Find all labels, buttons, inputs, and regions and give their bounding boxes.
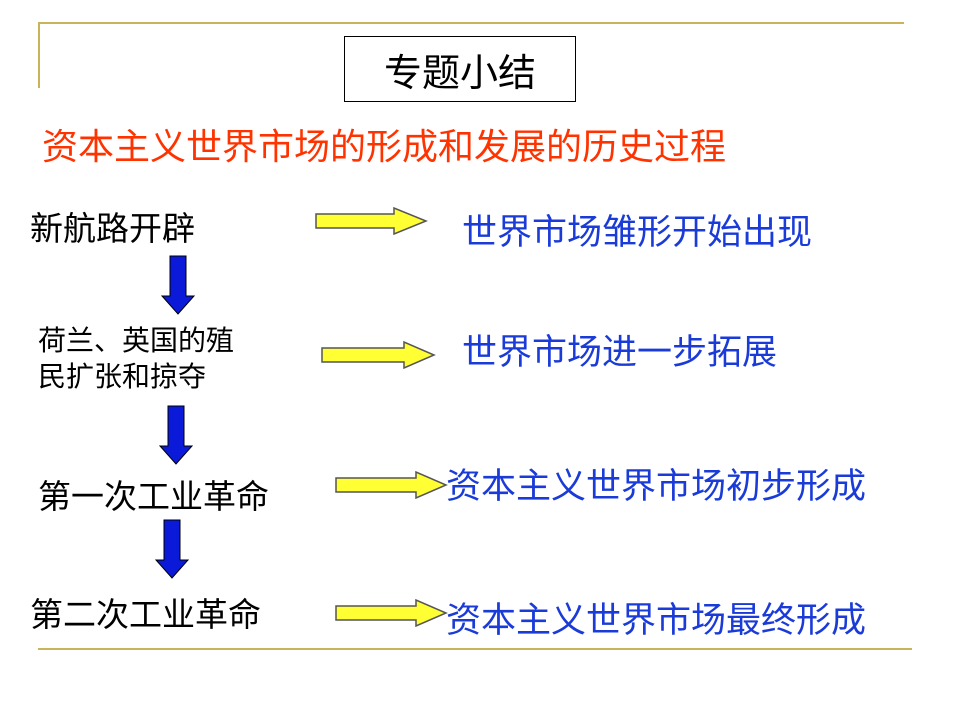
right-arrow-3 bbox=[335, 470, 448, 500]
bottom-rule bbox=[38, 648, 912, 650]
cause-new-sea-routes: 新航路开辟 bbox=[30, 209, 195, 248]
page-title: 专题小结 bbox=[344, 36, 576, 102]
cause-colonial-expansion-line1: 荷兰、英国的殖 bbox=[38, 324, 235, 357]
right-arrow-4 bbox=[335, 598, 448, 628]
result-embryonic-world-market: 世界市场雏形开始出现 bbox=[462, 213, 813, 253]
result-initial-formation: 资本主义世界市场初步形成 bbox=[446, 467, 867, 507]
subtitle: 资本主义世界市场的形成和发展的历史过程 bbox=[42, 127, 727, 168]
down-arrow-2 bbox=[158, 405, 194, 465]
top-rule bbox=[38, 22, 904, 24]
cause-colonial-expansion-line2: 民扩张和掠夺 bbox=[38, 360, 207, 393]
down-arrow-3 bbox=[154, 519, 190, 579]
result-final-formation: 资本主义世界市场最终形成 bbox=[446, 601, 867, 641]
right-arrow-1 bbox=[315, 206, 428, 236]
left-rule bbox=[38, 22, 40, 88]
cause-first-industrial-revolution: 第一次工业革命 bbox=[38, 477, 269, 516]
down-arrow-1 bbox=[160, 255, 196, 315]
right-arrow-2 bbox=[321, 340, 436, 370]
result-further-expansion: 世界市场进一步拓展 bbox=[462, 333, 778, 373]
cause-second-industrial-revolution: 第二次工业革命 bbox=[30, 595, 261, 634]
